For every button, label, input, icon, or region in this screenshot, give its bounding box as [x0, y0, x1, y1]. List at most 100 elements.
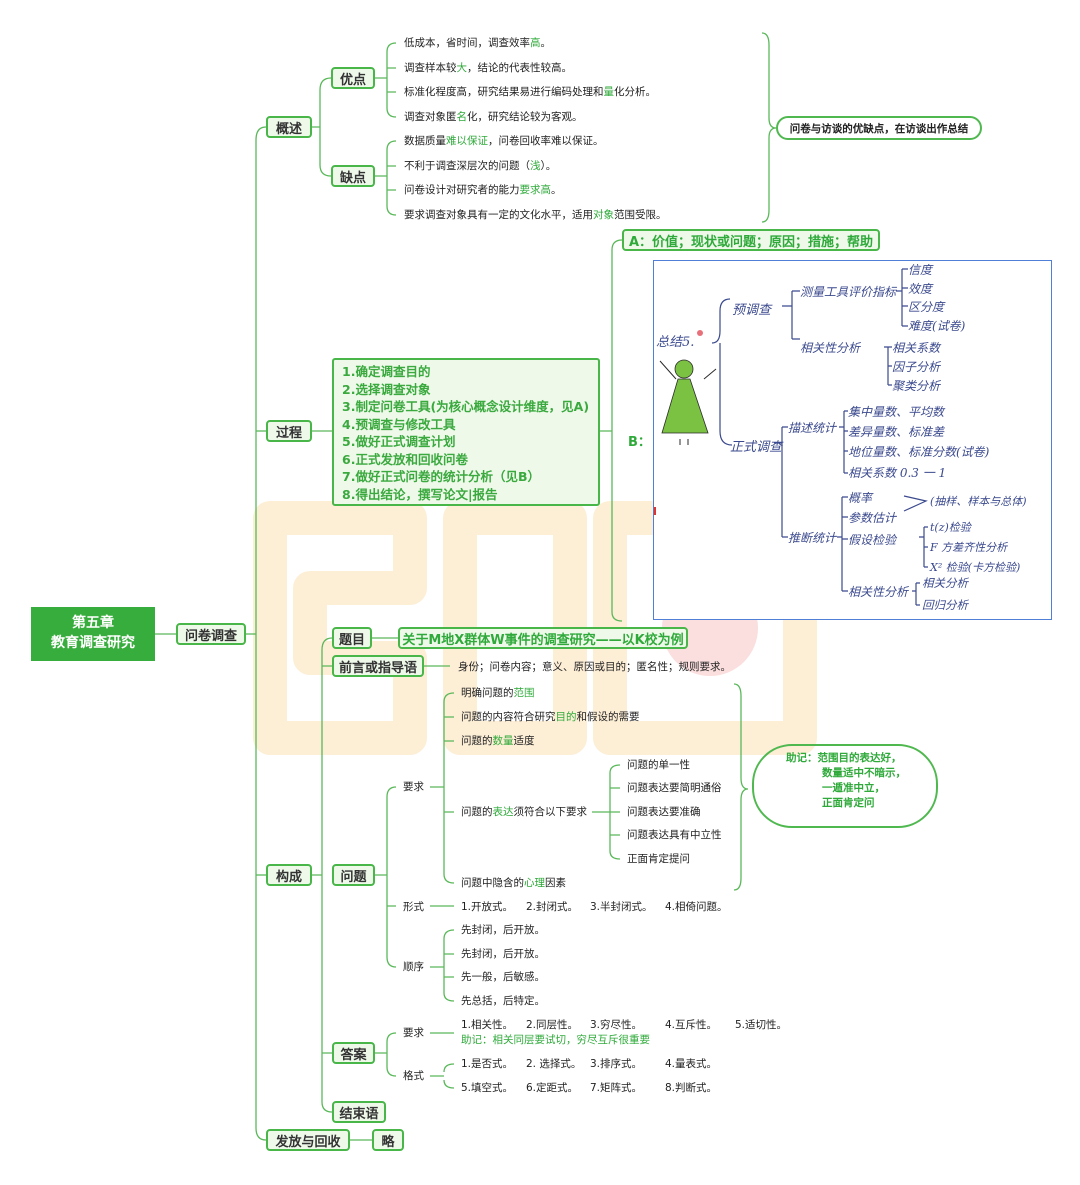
req-item: 问题的数量适度 — [461, 735, 535, 747]
hw-pre-tool-item: 难度(试卷) — [908, 319, 966, 333]
title-value[interactable]: 关于M地X群体W事件的调查研究——以K校为例 — [398, 627, 688, 649]
answer-format-item: 6.定距式。 — [526, 1082, 579, 1094]
req-item: 问题中隐含的心理因素 — [461, 877, 566, 889]
process-step: 3.制定问卷工具(为核心概念设计维度，见A) — [342, 399, 590, 414]
title-node[interactable]: 题目 — [332, 627, 372, 649]
expression-item: 问题的单一性 — [627, 759, 690, 771]
hw-corr-item: 回归分析 — [922, 598, 968, 612]
answer-node[interactable]: 答案 — [332, 1042, 375, 1064]
cons-item: 问卷设计对研究者的能力要求高。 — [404, 184, 562, 196]
hw-infer-item: 假设检验 — [848, 533, 897, 547]
mnemonic-line: 正面肯定问 — [822, 797, 875, 809]
cons-item: 不利于调查深层次的问题（浅）。 — [404, 160, 557, 172]
hw-infer-item: 相关性分析 — [848, 585, 909, 599]
main-topic-node[interactable]: 问卷调查 — [176, 623, 246, 645]
overview-summary-bubble: 问卷与访谈的优缺点，在访谈出作总结 — [776, 116, 982, 140]
hw-pre-tool: 测量工具评价指标 — [800, 285, 897, 299]
answer-format-item: 3.排序式。 — [590, 1058, 643, 1070]
intro-node[interactable]: 前言或指导语 — [332, 655, 424, 677]
hw-pre-corr-item: 相关系数 — [892, 341, 941, 355]
hw-infer-side: (抽样、样本与总体) — [930, 495, 1027, 508]
answer-req-note: 助记：相关同层要试切，穷尽互斥很重要 — [461, 1034, 650, 1046]
form-label: 形式 — [403, 901, 424, 913]
question-req-label: 要求 — [403, 781, 424, 793]
req-item: 问题的内容符合研究目的和假设的需要 — [461, 711, 640, 723]
form-item: 3.半封闭式。 — [590, 901, 653, 913]
composition-node[interactable]: 构成 — [266, 864, 312, 886]
form-item: 4.相倚问题。 — [665, 901, 728, 913]
hw-pre-corr: 相关性分析 — [800, 341, 861, 355]
process-node[interactable]: 过程 — [266, 420, 312, 442]
process-b-label: B： — [628, 435, 651, 450]
process-a-note[interactable]: A：价值；现状或问题；原因；措施；帮助 — [622, 229, 880, 251]
answer-format-item: 2. 选择式。 — [526, 1058, 582, 1070]
distribution-node[interactable]: 发放与回收 — [266, 1129, 350, 1151]
process-step: 4.预调查与修改工具 — [342, 416, 456, 432]
overview-node[interactable]: 概述 — [266, 116, 312, 138]
cons-item: 数据质量难以保证，问卷回收率难以保证。 — [404, 135, 604, 147]
mnemonic-line: 数量适中不暗示， — [822, 767, 906, 779]
expression-item: 正面肯定提问 — [627, 853, 690, 865]
ending-node[interactable]: 结束语 — [332, 1101, 386, 1123]
process-step: 2.选择调查对象 — [342, 381, 431, 397]
intro-value: 身份；问卷内容；意义、原因或目的；匿名性；规则要求。 — [458, 661, 731, 673]
hw-desc-item: 集中量数、平均数 — [848, 405, 945, 419]
hw-pre-tool-item: 区分度 — [908, 300, 945, 314]
req-item: 问题的表达须符合以下要求 — [461, 806, 587, 818]
hw-corr-item: 相关分析 — [922, 576, 968, 590]
req-item: 明确问题的范围 — [461, 687, 535, 699]
order-item: 先封闭，后开放。 — [461, 948, 545, 960]
process-step: 5.做好正式调查计划 — [342, 434, 456, 449]
hw-root: 总结5. — [656, 335, 695, 350]
mnemonic-line: 一遁准中立， — [822, 782, 885, 794]
expression-item: 问题表达要准确 — [627, 806, 701, 818]
hw-infer-stats: 推断统计 — [788, 531, 837, 545]
hw-test-item: t(z)检验 — [930, 521, 971, 534]
answer-format-label: 格式 — [403, 1070, 424, 1082]
hw-desc-item: 差异量数、标准差 — [848, 425, 945, 439]
hw-infer-item: 参数估计 — [848, 511, 897, 525]
form-item: 1.开放式。 — [461, 901, 514, 913]
answer-req-label: 要求 — [403, 1027, 424, 1039]
handwritten-notes-panel: 总结5. 预调查 测量工具评价指标 信度 效度 区分度 难度(试卷) 相关性分析… — [653, 260, 1052, 620]
hw-test-item: X² 检验(卡方检验) — [930, 561, 1021, 574]
hw-pre-corr-item: 聚类分析 — [892, 379, 941, 393]
hw-pre-tool-item: 信度 — [908, 263, 933, 277]
hw-pre-corr-item: 因子分析 — [892, 360, 941, 374]
hw-pre-tool-item: 效度 — [908, 282, 933, 296]
hw-formal-survey: 正式调查 — [730, 440, 783, 455]
process-step: 6.正式发放和回收问卷 — [342, 451, 468, 467]
pros-node[interactable]: 优点 — [331, 67, 375, 89]
handwritten-brackets — [654, 268, 928, 606]
expression-item: 问题表达具有中立性 — [627, 829, 722, 841]
root-node[interactable]: 第五章 教育调查研究 — [31, 607, 155, 661]
answer-format-item: 1.是否式。 — [461, 1058, 514, 1070]
form-item: 2.封闭式。 — [526, 901, 579, 913]
question-node[interactable]: 问题 — [332, 864, 375, 886]
cons-item: 要求调查对象具有一定的文化水平，适用对象范围受限。 — [404, 209, 667, 221]
mnemonic-bubble: 助记：范围目的表达好， 数量适中不暗示， 一遁准中立， 正面肯定问 — [752, 744, 938, 828]
hw-desc-item: 相关系数 0.3 一 1 — [848, 466, 947, 480]
answer-req-item: 5.适切性。 — [735, 1019, 788, 1031]
distribution-value[interactable]: 略 — [372, 1129, 404, 1151]
hw-pre-survey: 预调查 — [732, 303, 772, 318]
order-item: 先封闭，后开放。 — [461, 924, 545, 936]
answer-format-item: 4.量表式。 — [665, 1058, 718, 1070]
cons-node[interactable]: 缺点 — [331, 165, 375, 187]
expression-item: 问题表达要简明通俗 — [627, 782, 722, 794]
pros-item: 调查样本较大，结论的代表性较高。 — [404, 62, 572, 74]
answer-format-item: 8.判断式。 — [665, 1082, 718, 1094]
order-item: 先一般，后敏感。 — [461, 971, 545, 983]
answer-req-item: 4.互斥性。 — [665, 1019, 718, 1031]
hw-desc-item: 地位量数、标准分数(试卷) — [848, 445, 990, 459]
process-step: 8.得出结论，撰写论文|报告 — [342, 486, 498, 502]
root-title: 教育调查研究 — [51, 635, 135, 651]
process-step: 7.做好正式问卷的统计分析（见B） — [342, 469, 540, 484]
hw-desc-stats: 描述统计 — [788, 421, 837, 435]
process-steps-box[interactable]: 1.确定调查目的 2.选择调查对象 3.制定问卷工具(为核心概念设计维度，见A)… — [332, 358, 600, 506]
hw-test-item: F 方差齐性分析 — [930, 541, 1008, 554]
order-item: 先总括，后特定。 — [461, 995, 545, 1007]
pros-item: 标准化程度高，研究结果易进行编码处理和量化分析。 — [404, 86, 656, 98]
pros-item: 调查对象匿名化，研究结论较为客观。 — [404, 111, 583, 123]
